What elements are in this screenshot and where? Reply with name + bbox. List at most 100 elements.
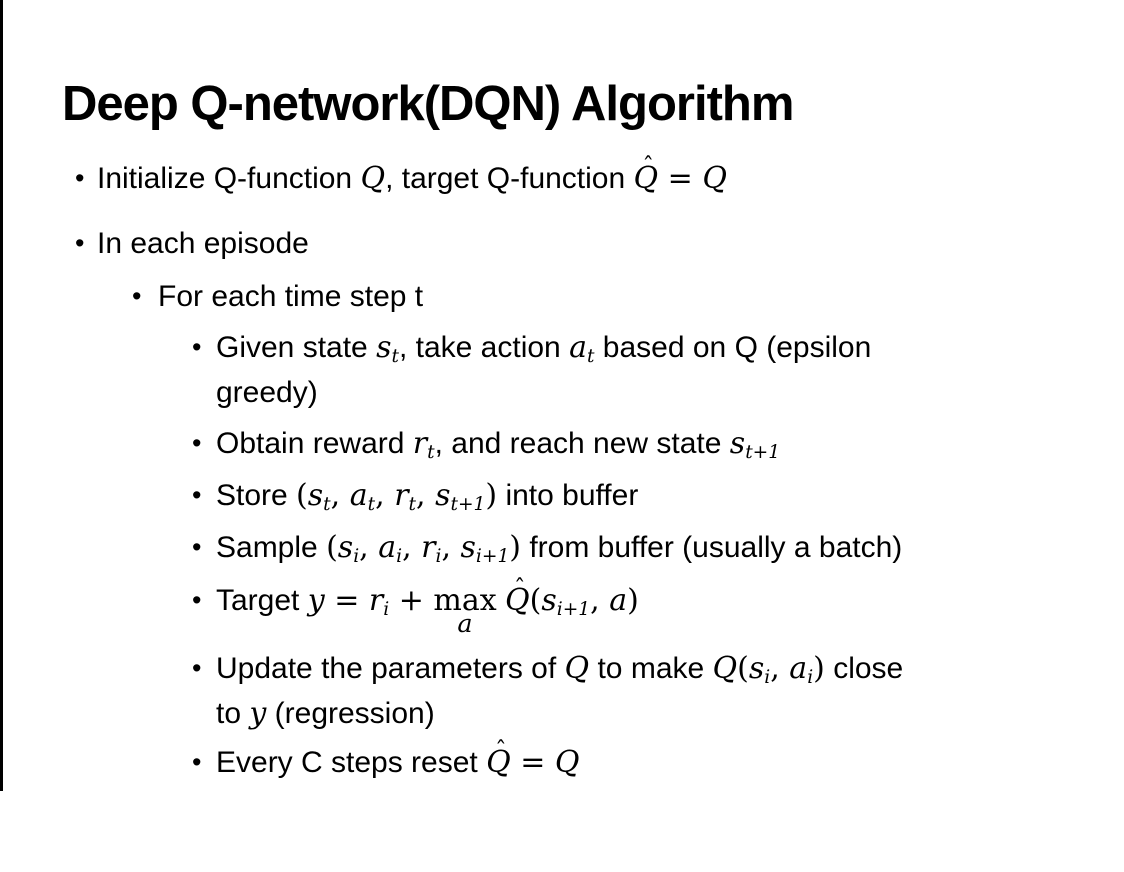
math-subscript: i+1 — [556, 599, 591, 621]
math-variable: Q — [360, 161, 386, 196]
plain-text: Initialize Q-function — [97, 162, 361, 195]
plain-text — [497, 584, 505, 617]
math-subscript: t+1 — [745, 442, 781, 464]
bullet-item: • Update the parameters of Q to make Q(si… — [0, 646, 1104, 736]
math-subscript: i — [764, 667, 771, 689]
math-operator: = — [658, 161, 703, 196]
bullet-icon: • — [192, 532, 202, 562]
plain-text: to — [216, 697, 250, 730]
bullet-text: Obtain reward rt, and reach new state st… — [216, 421, 780, 466]
max-under-variable: a — [457, 609, 473, 639]
hat-accent: ˆ — [513, 574, 526, 603]
bullet-item: •Given state st, take action at based on… — [0, 325, 1104, 415]
math-subscript: t — [408, 494, 417, 516]
math-variable: r — [421, 530, 436, 565]
bullet-text: Sample (si, ai, ri, si+1) from buffer (u… — [216, 525, 902, 570]
bullet-item: •Initialize Q-function Q, target Q-funct… — [0, 154, 1104, 201]
bullet-icon: • — [75, 228, 85, 258]
plain-text: greedy) — [216, 376, 318, 409]
math-subscript: t — [391, 346, 399, 368]
math-variable: s — [541, 583, 557, 618]
math-variable: s — [460, 530, 476, 565]
math-variable: r — [368, 583, 384, 618]
math-operator: ) — [485, 478, 498, 513]
math-variable: Q — [505, 583, 530, 618]
math-variable: Q — [712, 651, 738, 686]
math-operator: ( — [737, 651, 749, 686]
plain-text: (regression) — [266, 697, 435, 730]
math-subscript: t — [323, 494, 331, 516]
math-operator: = — [324, 583, 369, 618]
math-subscript: i — [396, 546, 403, 568]
math-variable: s — [729, 426, 746, 461]
plain-text: For each time step t — [158, 280, 424, 313]
bullet-text: Given state st, take action at based on … — [216, 325, 871, 415]
math-operator: ( — [296, 478, 308, 513]
hat-accent: ˆ — [642, 152, 655, 181]
math-operator: , — [770, 651, 790, 686]
math-variable: a — [349, 478, 368, 513]
bullet-icon: • — [192, 747, 202, 777]
bullet-icon: • — [132, 281, 142, 311]
math-subscript: t — [427, 442, 435, 464]
math-variable: Q — [486, 745, 511, 780]
bullet-icon: • — [192, 428, 202, 458]
math-subscript: i+1 — [475, 546, 510, 568]
math-variable: a — [569, 330, 587, 365]
math-variable: s — [376, 330, 392, 365]
plain-text: into buffer — [497, 479, 639, 512]
math-operator: , — [402, 530, 422, 565]
bullet-text: Update the parameters of Q to make Q(si,… — [216, 646, 903, 736]
plain-text: Target — [216, 584, 308, 617]
math-variable: s — [337, 530, 354, 565]
plain-text: , take action — [398, 331, 570, 364]
slide-title: Deep Q-network(DQN) Algorithm — [62, 76, 794, 131]
math-variable: a — [789, 651, 808, 686]
plain-text: Every C steps reset — [216, 746, 487, 779]
bullet-icon: • — [75, 163, 85, 193]
plain-text: , target Q-function — [385, 162, 634, 195]
math-variable: a — [609, 583, 628, 618]
plain-text: , and reach new state — [434, 427, 730, 460]
math-variable: s — [307, 478, 324, 513]
math-operator: , — [441, 530, 461, 565]
math-variable: Q — [633, 161, 659, 196]
math-operator: ) — [509, 530, 521, 565]
math-subscript: t — [367, 494, 376, 516]
math-operator: ) — [627, 583, 639, 618]
math-operator: , — [359, 530, 379, 565]
math-subscript: i — [435, 546, 442, 568]
math-operator: , — [375, 478, 395, 513]
math-variable: a — [378, 530, 397, 565]
math-operator: ) — [813, 651, 825, 686]
math-operator: , — [590, 583, 610, 618]
plain-text: to make — [589, 652, 713, 685]
plain-text: Obtain reward — [216, 427, 413, 460]
math-variable: Q — [702, 161, 727, 196]
bullet-text: Initialize Q-function Q, target Q-functi… — [97, 154, 727, 201]
plain-text: Given state — [216, 331, 377, 364]
math-variable: s — [748, 651, 765, 686]
bullet-icon: • — [192, 332, 202, 362]
bullet-icon: • — [192, 585, 202, 615]
math-operator: ( — [326, 530, 338, 565]
bullet-item: •Store (st, at, rt, st+1) into buffer — [0, 473, 1104, 518]
math-variable: s — [435, 478, 451, 513]
math-variable: r — [412, 426, 428, 461]
math-subscript: i — [383, 599, 390, 621]
plain-text: Sample — [216, 531, 327, 564]
math-operator: = — [510, 745, 555, 780]
bullet-text: For each time step t — [158, 274, 423, 319]
math-operator: , — [416, 478, 436, 513]
math-variable: Q — [564, 651, 590, 686]
bullet-item: • For each time step t — [0, 274, 1104, 319]
bullet-icon: • — [192, 653, 202, 683]
